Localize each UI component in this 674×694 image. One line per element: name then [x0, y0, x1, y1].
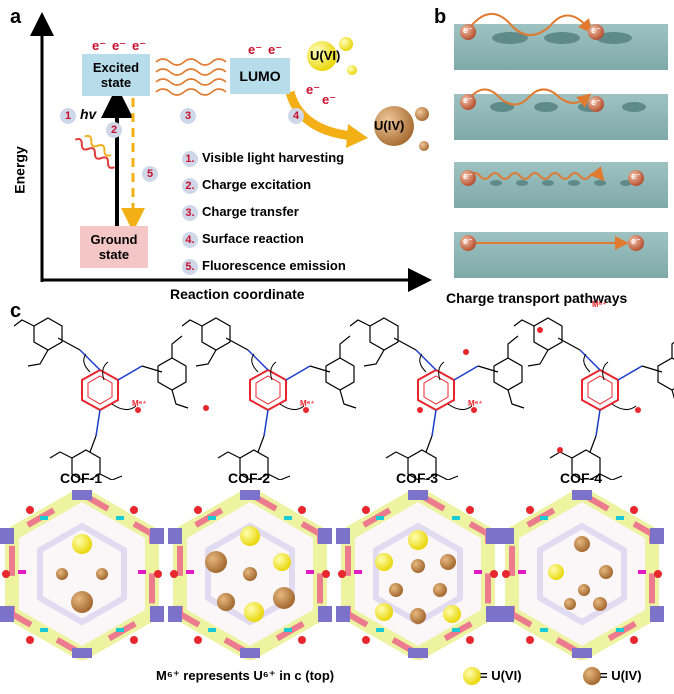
metal-label: M⁶⁺ — [300, 399, 315, 408]
electron-label: e⁻ — [463, 25, 473, 35]
electron-label: e⁻ — [463, 236, 473, 246]
step-number: 2 — [106, 122, 122, 138]
electron-label: e⁻ — [248, 42, 263, 57]
electron-label: e⁻ — [631, 236, 641, 246]
charge-transport-slabs — [454, 13, 668, 278]
metal-label: M⁶⁺ — [468, 399, 483, 408]
u4-label: U(IV) — [374, 118, 405, 133]
u-legend-markers — [463, 667, 601, 685]
panel-c-letter: c — [10, 300, 22, 322]
electron-label: e⁻ — [631, 171, 641, 181]
cof-structures — [13, 317, 674, 480]
cof-label: COF-2 — [228, 470, 270, 486]
electron-label: e⁻ — [268, 42, 283, 57]
x-axis-label: Reaction coordinate — [170, 286, 305, 302]
excited-state-box: Excited state — [82, 54, 150, 96]
panel-a-letter: a — [10, 6, 22, 28]
metal-label: M⁶⁺ — [592, 300, 607, 309]
step-number: 3 — [180, 108, 196, 124]
cof-molecule — [13, 317, 189, 480]
cof-label: COF-1 — [60, 470, 102, 486]
legend-item: 1.Visible light harvesting — [182, 150, 344, 167]
electron-label: e⁻ — [591, 97, 601, 107]
panel-b-caption: Charge transport pathways — [446, 290, 628, 306]
framework-cof-3 — [336, 490, 500, 658]
metal-label: M⁶⁺ — [132, 399, 147, 408]
legend-u6: = U(VI) — [480, 668, 522, 683]
step-number: 4 — [288, 108, 304, 124]
cof-label: COF-4 — [560, 470, 602, 486]
slab-2 — [454, 88, 668, 140]
framework-cof-1 — [0, 490, 164, 658]
electron-label: e⁻ — [322, 92, 337, 107]
cof-frameworks — [0, 490, 674, 660]
legend-item: 3.Charge transfer — [182, 204, 299, 221]
lumo-box: LUMO — [230, 58, 290, 94]
slab-1 — [454, 13, 668, 70]
cof-label: COF-3 — [396, 470, 438, 486]
legend-item: 5.Fluorescence emission — [182, 258, 346, 275]
electron-label: e⁻ — [92, 38, 107, 53]
panel-c-footnote: M⁶⁺ represents U⁶⁺ in c (top) — [156, 668, 335, 683]
framework-cof-2 — [168, 490, 332, 658]
electron-label: e⁻ — [306, 82, 321, 97]
ground-state-box: Ground state — [80, 226, 148, 268]
electron-label: e⁻ — [112, 38, 127, 53]
legend-item: 2.Charge excitation — [182, 177, 311, 194]
electron-label: e⁻ — [463, 95, 473, 105]
panel-b-letter: b — [434, 6, 447, 28]
electron-label: e⁻ — [132, 38, 147, 53]
framework-cof-4 — [500, 490, 664, 658]
legend-item: 4.Surface reaction — [182, 231, 304, 248]
u6-label: U(VI) — [310, 48, 341, 63]
electron-label: e⁻ — [463, 171, 473, 181]
electron-label: e⁻ — [591, 25, 601, 35]
y-axis-label: Energy — [11, 146, 28, 194]
step-number: 5 — [142, 166, 158, 182]
legend-u4: = U(IV) — [600, 668, 642, 683]
panel-a-diagram — [30, 12, 432, 292]
step-number: 1 — [60, 108, 76, 124]
hv-label: hv — [80, 106, 97, 122]
